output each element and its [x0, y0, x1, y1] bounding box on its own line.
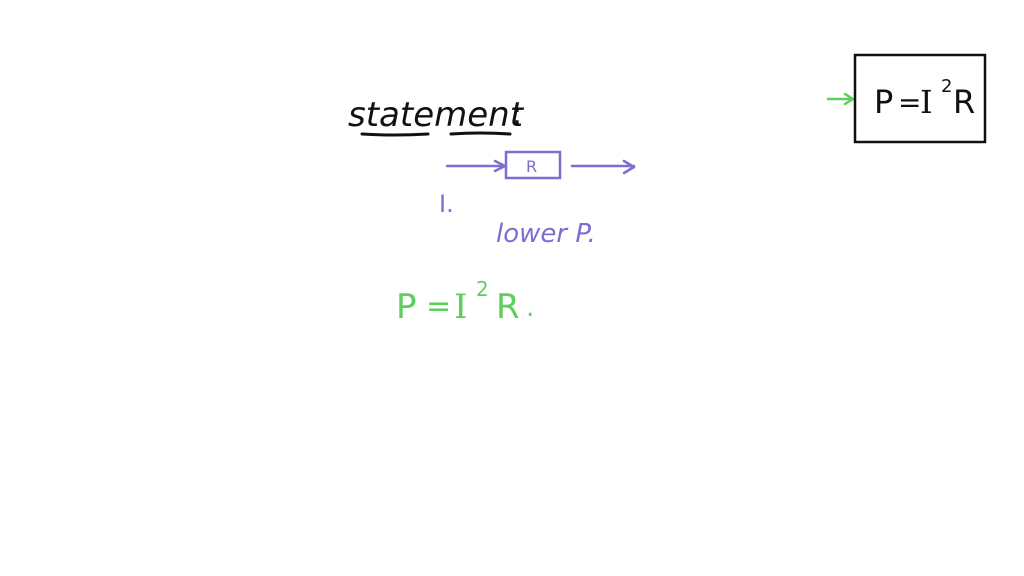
circuit-diagram: R I. lower P. [439, 150, 636, 249]
current-out-arrow [570, 159, 636, 175]
equation-p: P [396, 287, 417, 327]
boxed-i: I [920, 83, 933, 121]
boxed-p: P [874, 83, 893, 121]
pointer-arrow [826, 92, 855, 106]
heading-colon: : [512, 97, 522, 132]
resistor-label: R [526, 157, 537, 176]
equation-r: R [496, 287, 520, 327]
heading-underline-1 [360, 132, 430, 137]
heading-label: statement [348, 95, 525, 135]
heading-group: statement : [348, 95, 525, 137]
boxed-formula: P = I 2 R [826, 53, 987, 144]
current-in-arrow [445, 159, 507, 173]
heading-underline-2 [449, 131, 512, 136]
equation-dot: . [526, 293, 534, 323]
power-equation: P = I 2 R . [396, 277, 534, 327]
resistor-box [504, 150, 562, 180]
equation-equals: = [426, 289, 451, 324]
result-label: lower P. [496, 219, 596, 249]
current-label: I. [439, 190, 454, 218]
formula-box [853, 53, 987, 144]
equation-i: I [454, 287, 467, 327]
boxed-equals: = [898, 86, 921, 119]
boxed-r: R [953, 83, 975, 121]
boxed-exponent: 2 [941, 76, 952, 97]
equation-exponent: 2 [476, 277, 489, 301]
